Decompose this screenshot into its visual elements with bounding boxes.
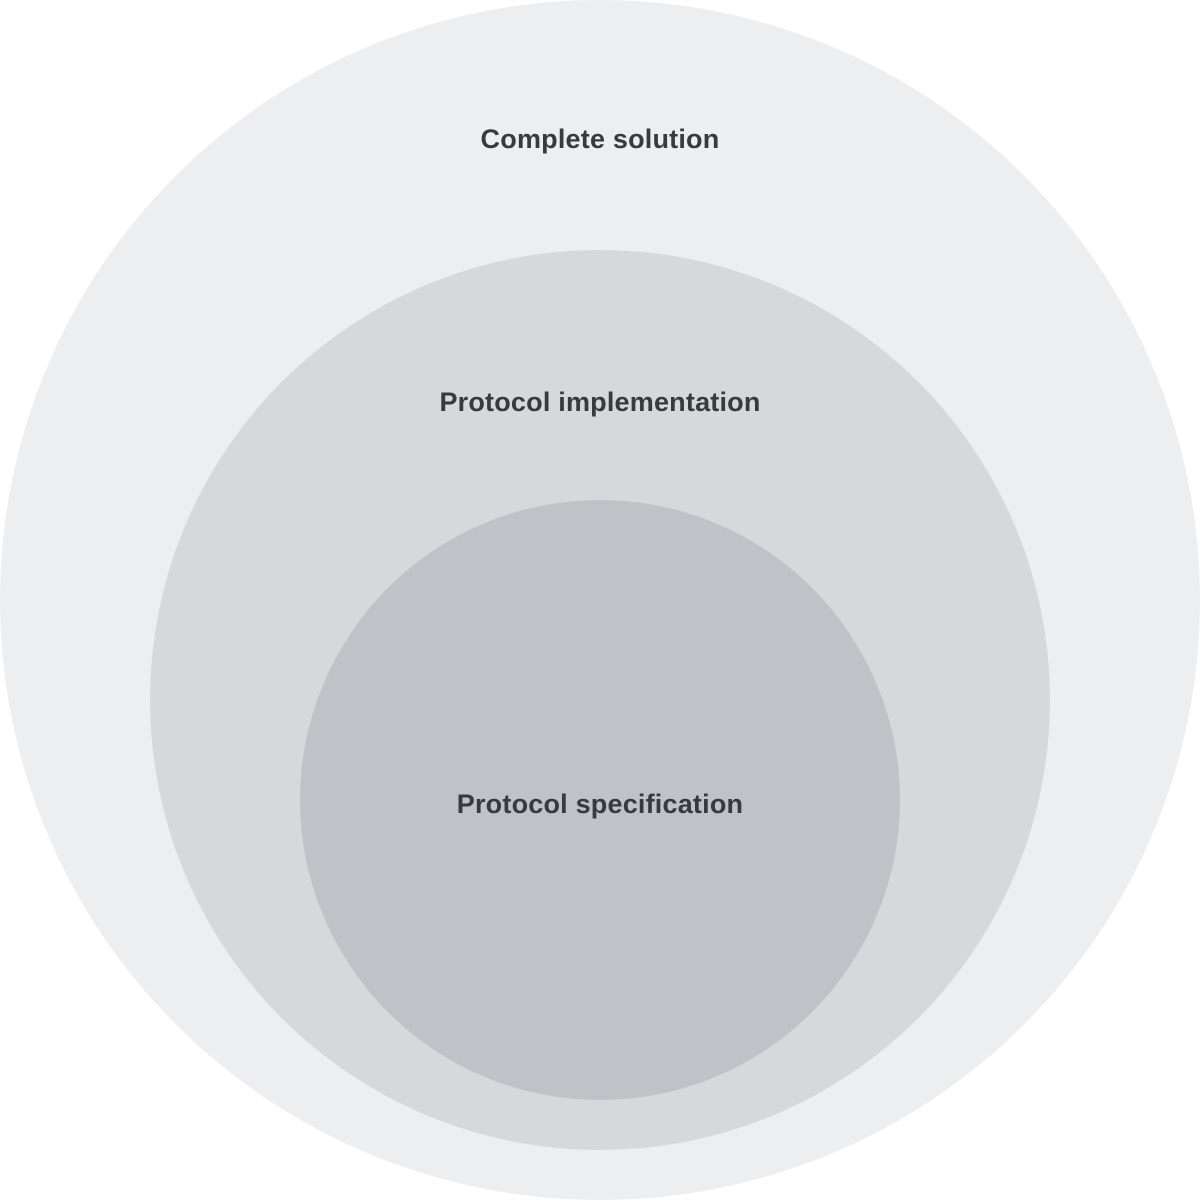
- protocol-specification-label: Protocol specification: [456, 789, 744, 819]
- protocol-specification-circle: [300, 500, 900, 1100]
- complete-solution-label: Complete solution: [480, 124, 720, 154]
- protocol-implementation-label: Protocol implementation: [439, 387, 761, 417]
